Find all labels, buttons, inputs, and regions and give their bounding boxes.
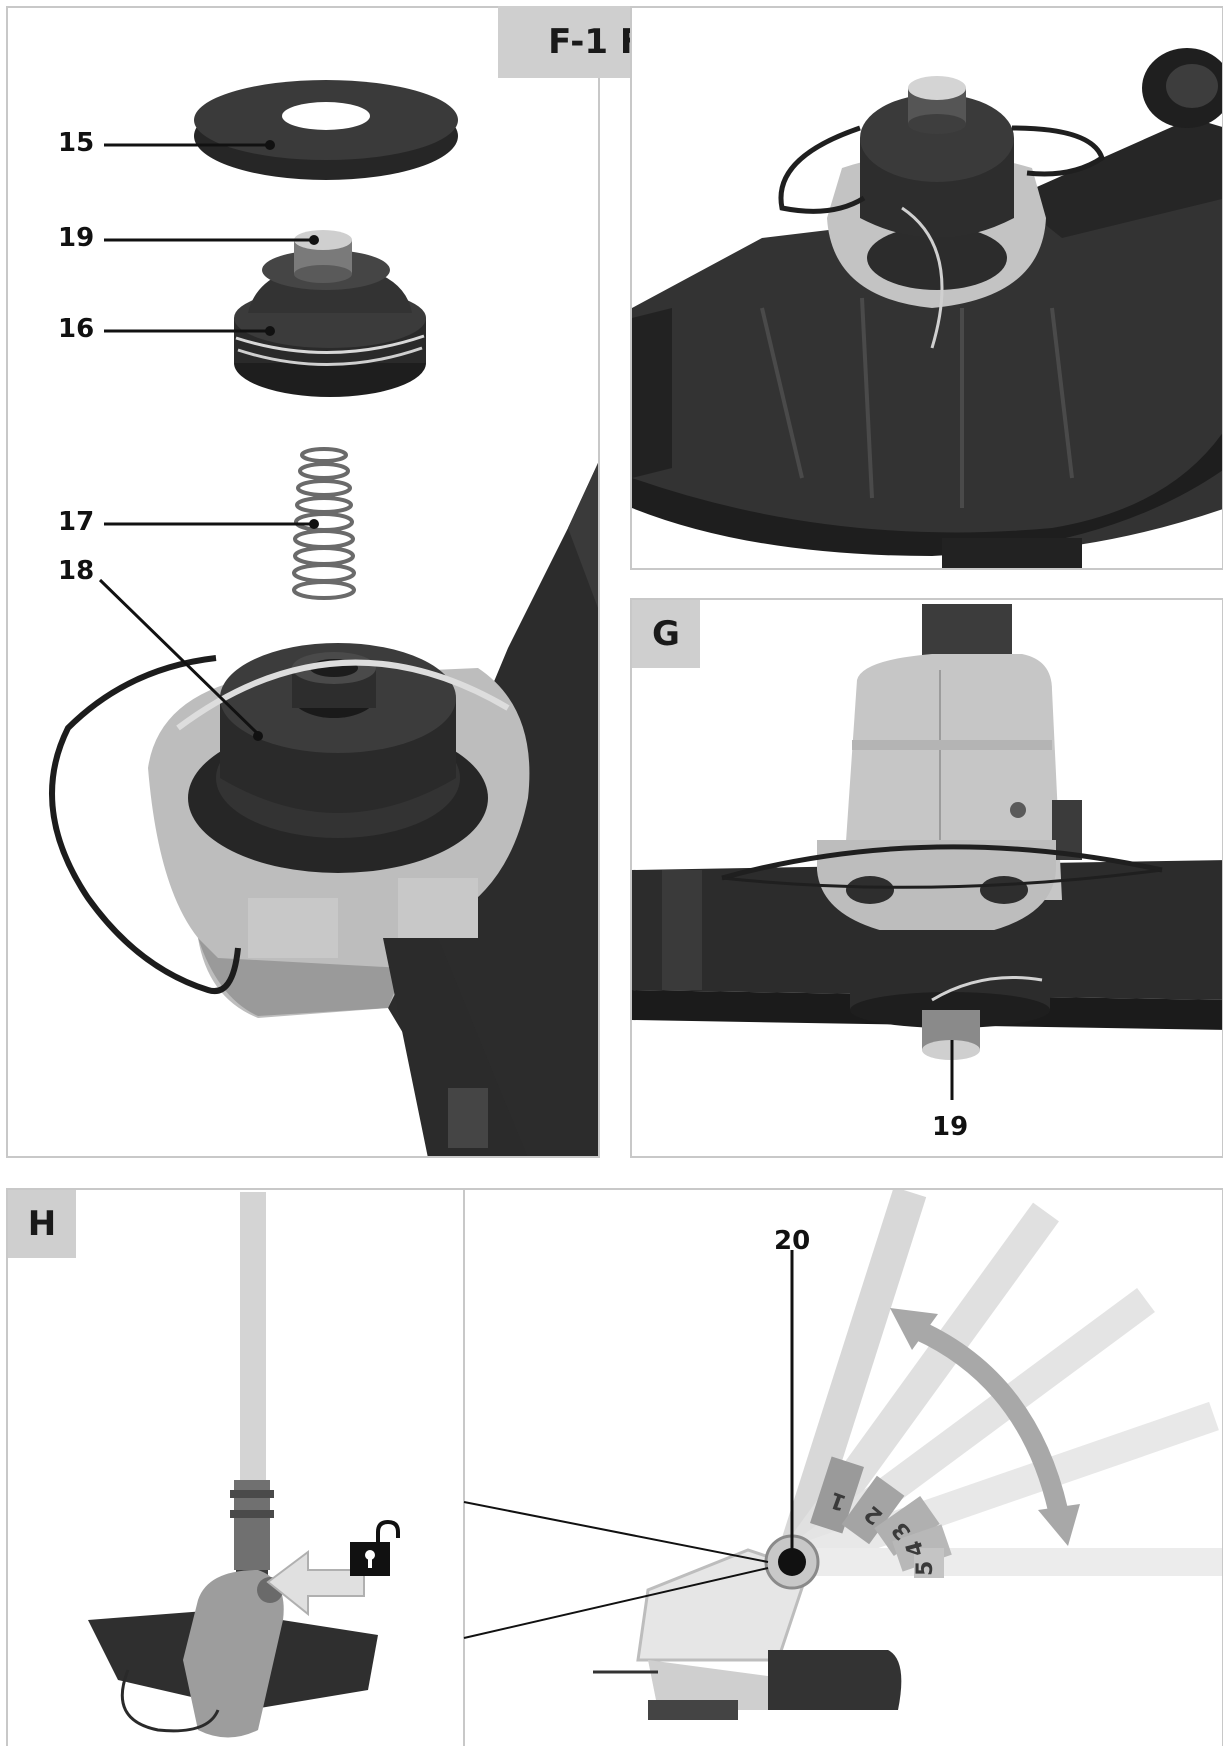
panel-h: 1 2 3 4 5 20 bbox=[6, 1188, 1223, 1746]
position-label-5: 5 bbox=[913, 1561, 938, 1576]
callout-15: 15 bbox=[58, 128, 95, 158]
callout-19-g: 19 bbox=[932, 1112, 969, 1142]
callout-20: 20 bbox=[774, 1226, 811, 1256]
f2-head-installed-illustration bbox=[632, 48, 1222, 568]
figure-tag-h: H bbox=[8, 1190, 76, 1258]
unlock-padlock-icon bbox=[348, 1520, 408, 1580]
callout-18: 18 bbox=[58, 556, 95, 586]
callout-16: 16 bbox=[58, 314, 95, 344]
double-headed-curved-arrow-icon bbox=[913, 1320, 1068, 1513]
position-label-4: 4 bbox=[902, 1538, 930, 1559]
panel-g: 19 bbox=[630, 598, 1223, 1158]
h-handle-adjust-illustration: 1 2 3 4 5 bbox=[88, 1190, 1222, 1746]
callout-19-top: 19 bbox=[58, 223, 95, 253]
figure-tag-g: G bbox=[632, 600, 700, 668]
push-arrow-icon bbox=[266, 1550, 365, 1617]
panel-f1: 15 19 16 17 18 bbox=[6, 6, 600, 1158]
panel-f2 bbox=[630, 6, 1223, 570]
callout-17: 17 bbox=[58, 507, 95, 537]
f1-exploded-spool-illustration bbox=[49, 80, 598, 1156]
f1-leader-lines bbox=[98, 140, 319, 741]
g-head-side-view-illustration bbox=[632, 604, 1222, 1100]
